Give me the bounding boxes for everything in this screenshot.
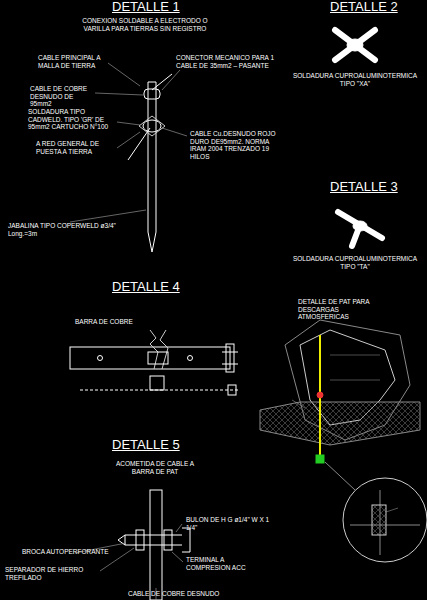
annotation-label: SOLDADURA TIPO CADWELD. TIPO 'GR' DE 95m… [28,108,116,131]
annotation-label: CONEXION SOLDABLE A ELECTRODO O VARILLA … [75,17,215,32]
annotation-label: BARRA DE COBRE [75,318,155,326]
detail-heading: DETALLE 3 [330,180,398,194]
annotation-label: A RED GENERAL DE PUESTA A TIERRA [36,140,116,155]
annotation-label: ACOMETIDA DE CABLE A BARRA DE PAT [105,460,205,475]
detail-heading: DETALLE 2 [330,0,398,14]
annotation-label: TERMINAL A COMPRESION ACC [186,556,258,571]
annotation-label: SOLDADURA CUPROALUMINOTERMICA TIPO "XA" [292,72,418,87]
detail-heading: DETALLE 1 [112,0,180,14]
detail-heading: DETALLE 4 [112,280,180,294]
annotation-label: CONECTOR MECANICO PARA 1 CABLE DE 35mm2 … [176,54,284,69]
detail-heading: DETALLE 5 [112,438,180,452]
annotation-label: SOLDADURA CUPROALUMINOTERMICA TIPO "TA" [292,255,418,270]
annotation-label: SEPARADOR DE HIERRO TREFILADO [5,566,105,581]
annotation-label: CABLE DE COBRE DESNUDO [128,590,248,598]
annotation-label: CABLE PRINCIPAL A MALLA DE TIERRA [38,54,106,69]
annotation-label: CABLE DE COBRE DESNUDO DE 95mm2 [30,85,94,108]
annotation-label: BULON DE H G ø1/4" W X 1 1/4" [186,516,278,531]
annotation-label: DETALLE DE PAT PARA DESCARGAS ATMOSFERIC… [298,298,378,321]
annotation-label: BROCA AUTOPERFORANTE [22,548,112,556]
annotation-label: CABLE Cu.DESNUDO ROJO DURO DE95mm2. NORM… [190,130,276,160]
annotation-label: JABALINA TIPO COPERWELD ø3/4" Long.=3m [8,222,120,237]
